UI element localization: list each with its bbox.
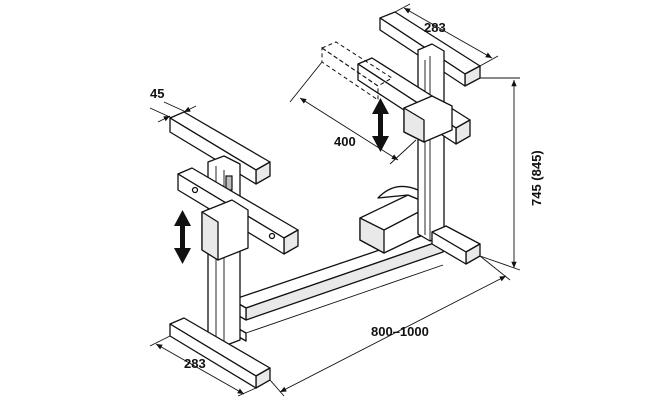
dim-stroke [289, 61, 417, 165]
dim-length [269, 255, 511, 397]
dim-beam-width [149, 101, 197, 123]
label-height: 745 (845) [529, 150, 544, 206]
height-adjust-arrow-left [174, 210, 191, 264]
label-bottom-width: 283 [184, 356, 206, 371]
extended-bar-outline [320, 41, 393, 101]
label-length: 800–1000 [371, 324, 429, 339]
height-adjust-arrow-right [372, 98, 389, 152]
dim-bottom-width [149, 335, 257, 397]
label-beam-width: 45 [150, 86, 164, 101]
left-leg [169, 111, 299, 389]
label-top-width: 283 [424, 20, 446, 35]
label-stroke: 400 [334, 134, 356, 149]
dim-height [479, 77, 521, 271]
dim-top-width [394, 3, 499, 67]
